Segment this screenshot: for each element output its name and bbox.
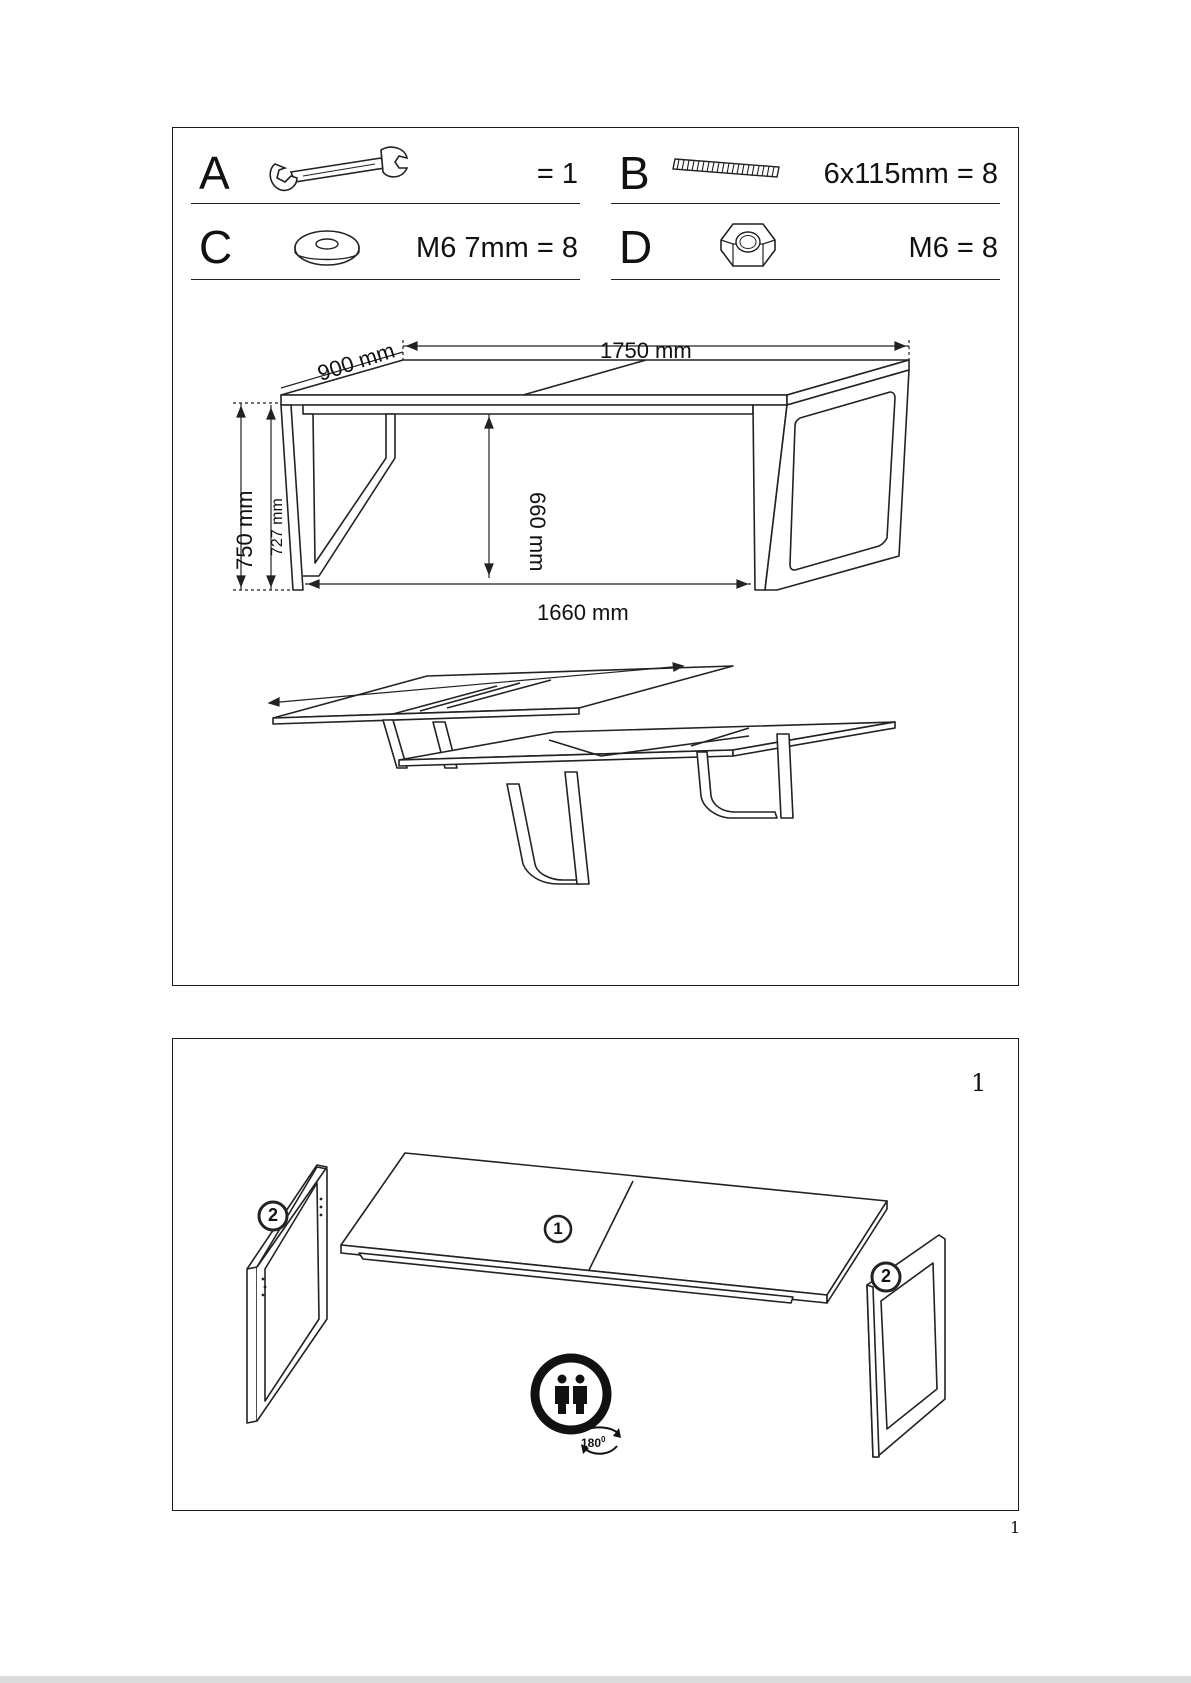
clearance-dimension-label: 660 mm bbox=[526, 492, 548, 571]
step-1-panel: 1 2 1 bbox=[172, 1038, 1019, 1511]
divider bbox=[191, 279, 580, 280]
divider bbox=[611, 279, 1000, 280]
bottom-strip bbox=[0, 1676, 1191, 1683]
threaded-rod-icon bbox=[671, 153, 783, 183]
leg-height-dimension-label: 727 mm bbox=[270, 498, 286, 556]
page-number: 1 bbox=[1010, 1518, 1020, 1537]
wrench-icon bbox=[263, 140, 413, 195]
length-dimension-label: 1750 mm bbox=[600, 340, 692, 362]
part-letter-d: D bbox=[619, 224, 652, 270]
rotate-180-label: 1800 bbox=[581, 1435, 605, 1450]
part-letter-b: B bbox=[619, 150, 650, 196]
extended-table-drawing bbox=[401, 688, 921, 948]
part-quantity-d: M6 = 8 bbox=[909, 234, 998, 263]
height-dimension-label: 750 mm bbox=[234, 491, 256, 570]
tabletop-callout-label: 1 bbox=[542, 1219, 574, 1239]
part-quantity-b: 6x115mm = 8 bbox=[824, 160, 998, 189]
parts-and-dimensions-panel: A = 1 B 6x115mm = 8 C M6 7mm = 8 bbox=[172, 127, 1019, 986]
inner-length-dimension-label: 1660 mm bbox=[537, 602, 629, 624]
two-people-icon bbox=[529, 1352, 629, 1458]
leg-callout-right-label: 2 bbox=[869, 1266, 903, 1287]
step-number: 1 bbox=[971, 1069, 986, 1097]
washer-icon bbox=[293, 220, 363, 270]
hex-nut-icon bbox=[717, 220, 779, 270]
part-letter-c: C bbox=[199, 224, 232, 270]
part-quantity-a: = 1 bbox=[537, 160, 578, 189]
leg-callout-left-label: 2 bbox=[256, 1205, 290, 1226]
part-quantity-c: M6 7mm = 8 bbox=[416, 234, 578, 263]
divider bbox=[611, 203, 1000, 204]
part-letter-a: A bbox=[199, 150, 230, 196]
divider bbox=[191, 203, 580, 204]
